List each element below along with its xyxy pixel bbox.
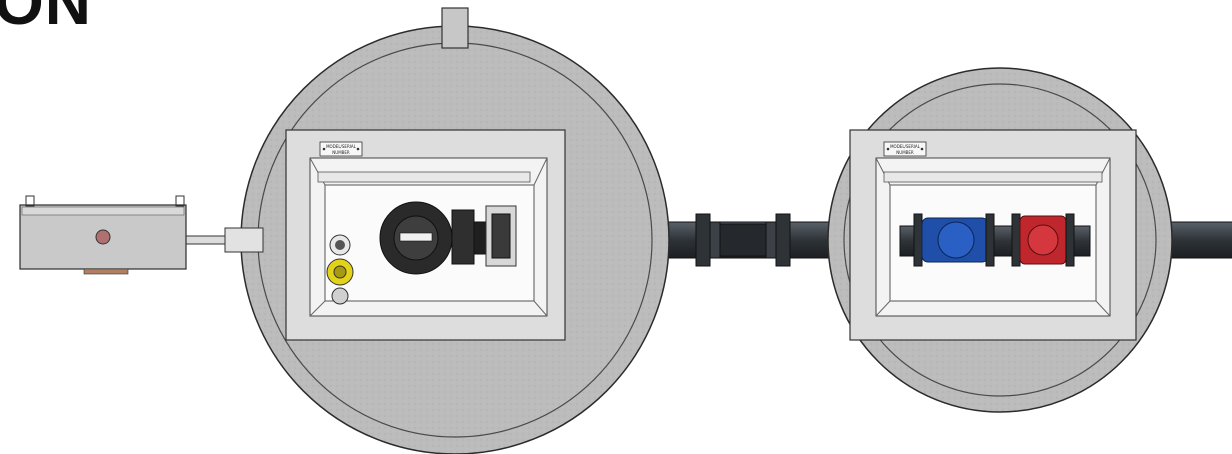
indicator-light: [95, 229, 111, 245]
nameplate-right-line1: MODEL/SERIAL: [890, 144, 921, 149]
pump-assembly: [379, 201, 517, 275]
level-gauge-assembly: [326, 234, 354, 305]
nameplate-line1: MODEL/SERIAL: [326, 144, 357, 149]
vent-pipe: [441, 7, 469, 49]
right-valve-vault: MODEL/SERIAL NUMBER: [827, 67, 1173, 413]
nameplate-line2: NUMBER: [332, 150, 350, 155]
page-title: ON: [0, 0, 92, 38]
left-pump-vault: MODEL/SERIAL NUMBER: [240, 7, 670, 454]
flexible-coupling: [695, 213, 791, 267]
nameplate-right: MODEL/SERIAL NUMBER: [883, 141, 927, 157]
nameplate-right-line2: NUMBER: [896, 150, 914, 155]
nameplate: MODEL/SERIAL NUMBER: [319, 141, 363, 157]
gate-valve: [913, 213, 995, 267]
check-valve: [1011, 213, 1075, 267]
control-panel: [19, 195, 264, 275]
